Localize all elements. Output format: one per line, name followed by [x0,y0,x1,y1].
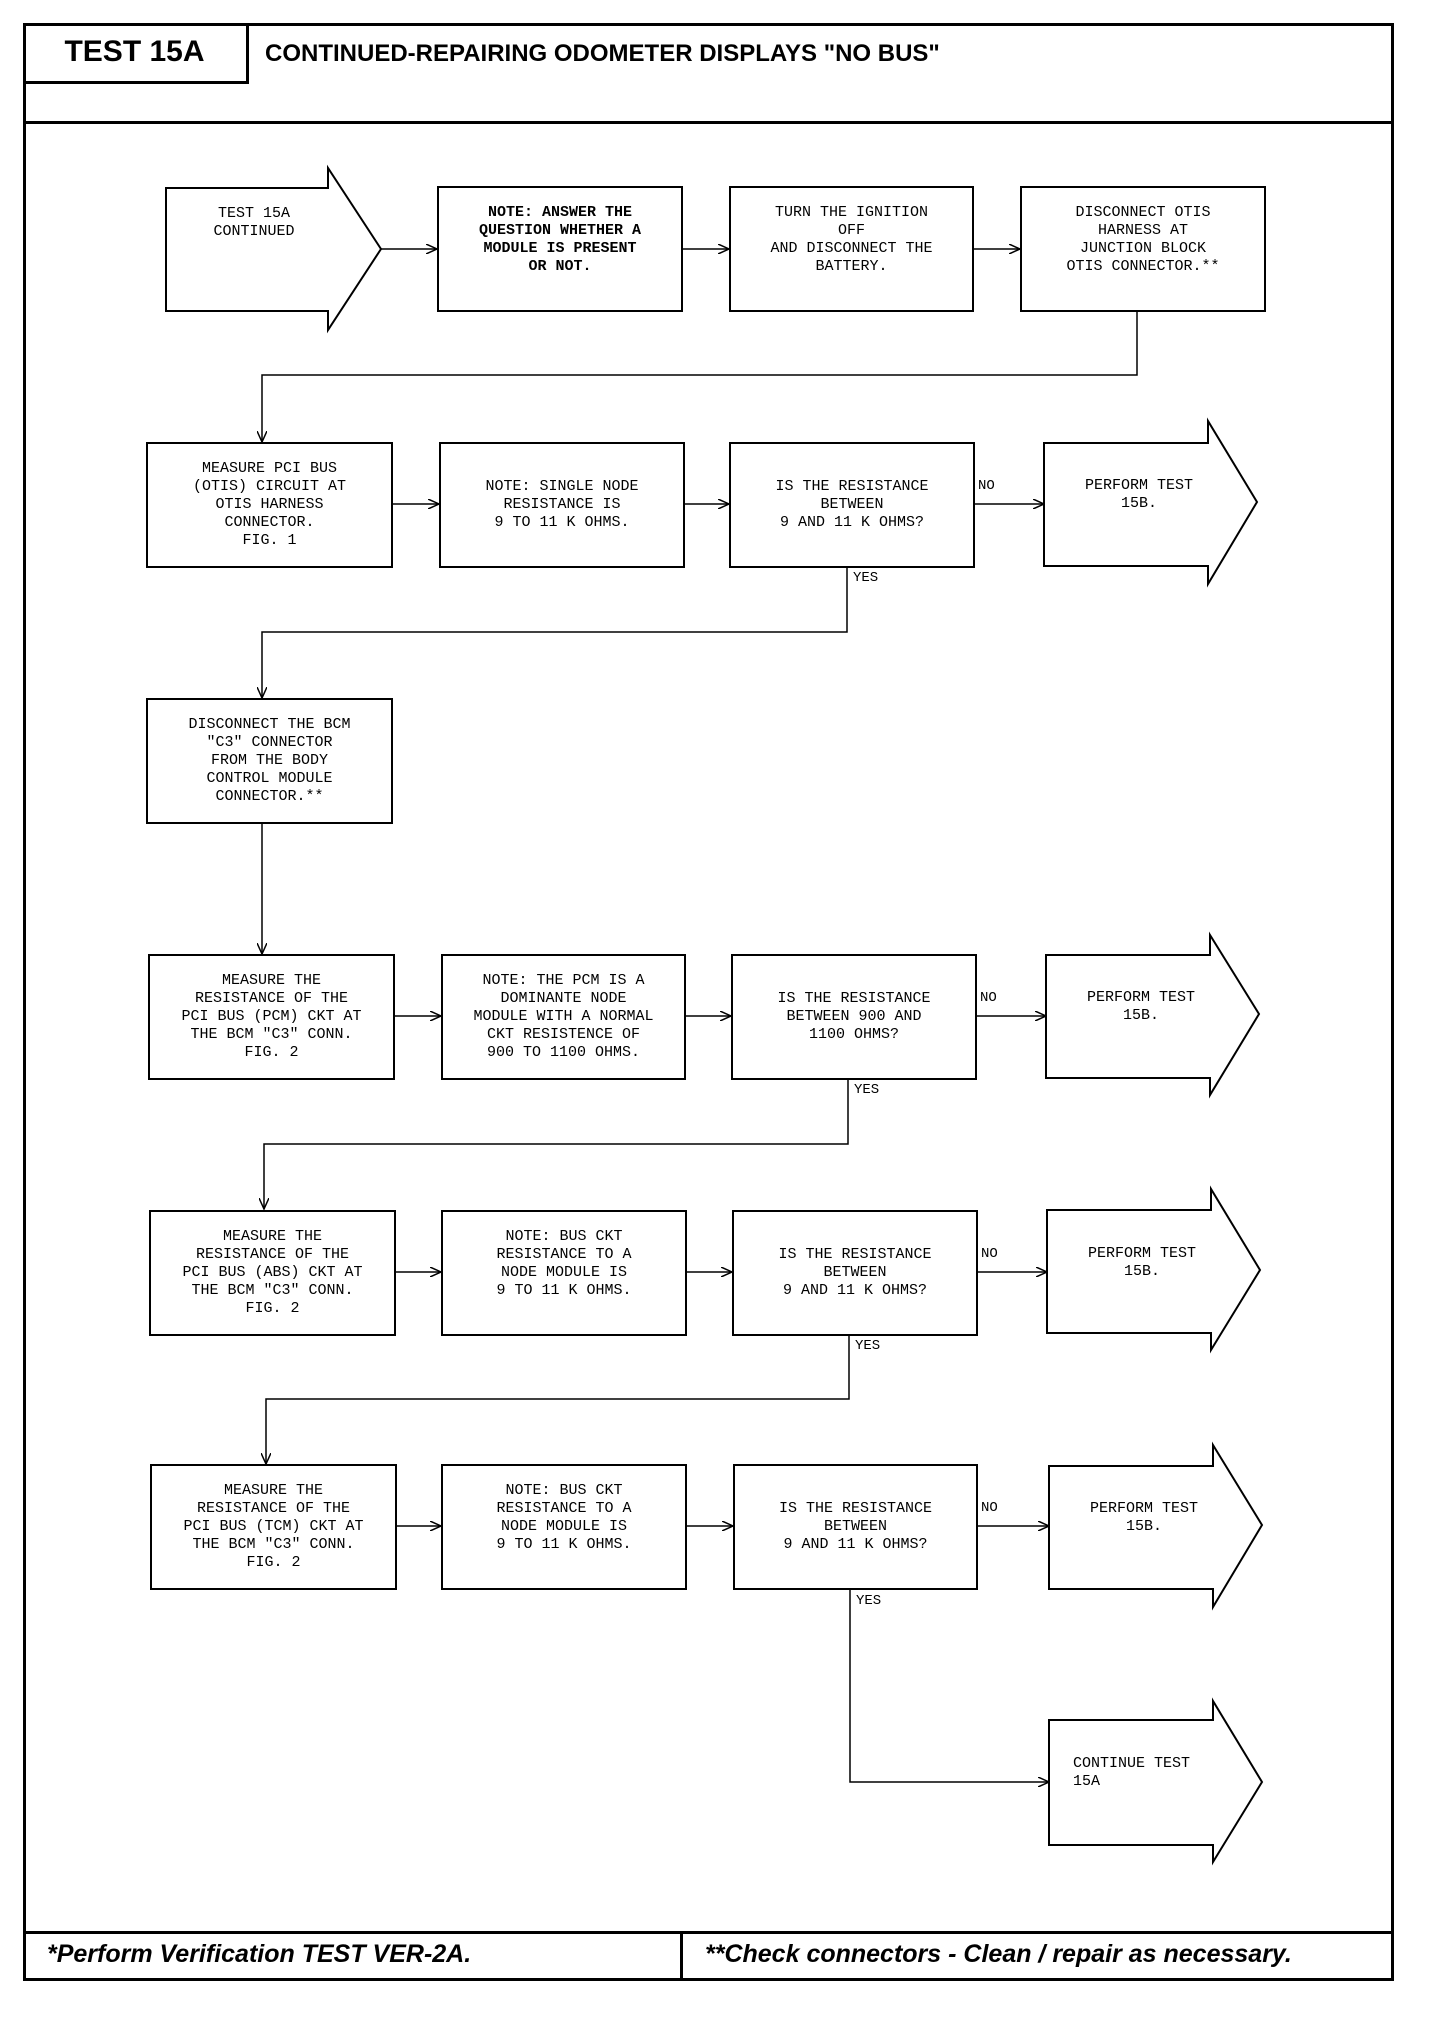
note-tcm-box: NOTE: BUS CKT RESISTANCE TO A NODE MODUL… [441,1464,687,1590]
perform3-arrow-shape [1046,1185,1262,1354]
question-4-box: IS THE RESISTANCE BETWEEN 9 AND 11 K OHM… [733,1464,978,1590]
connector-q4-yes [849,1590,1049,1782]
connector-otis-to-measure [262,312,1138,442]
q1-no-label: NO [978,478,995,494]
test-number-tab: TEST 15A [23,23,249,84]
continue-arrow-shape [1048,1697,1264,1866]
continue-label: CONTINUE TEST 15A [1073,1755,1191,1790]
q3-no-label: NO [981,1246,998,1262]
note-single-node-box: NOTE: SINGLE NODE RESISTANCE IS 9 TO 11 … [439,442,685,568]
note-abs-box: NOTE: BUS CKT RESISTANCE TO A NODE MODUL… [441,1210,687,1336]
q2-yes-label: YES [854,1082,880,1098]
measure-pcm-box: MEASURE THE RESISTANCE OF THE PCI BUS (P… [148,954,395,1080]
q3-yes-label: YES [855,1338,881,1354]
perform3-label: PERFORM TEST 15B. [1087,1245,1197,1280]
perform4-label: PERFORM TEST 15B. [1089,1500,1199,1535]
note-module-box: NOTE: ANSWER THE QUESTION WHETHER A MODU… [437,186,683,312]
perform1-label: PERFORM TEST 15B. [1084,477,1194,512]
perform2-label: PERFORM TEST 15B. [1086,989,1196,1024]
question-3-box: IS THE RESISTANCE BETWEEN 9 AND 11 K OHM… [732,1210,978,1336]
page-frame [23,23,1394,1981]
question-1-box: IS THE RESISTANCE BETWEEN 9 AND 11 K OHM… [729,442,975,568]
measure-abs-box: MEASURE THE RESISTANCE OF THE PCI BUS (A… [149,1210,396,1336]
footer-connector-note: **Check connectors - Clean / repair as n… [705,1940,1292,1968]
connector-q2-yes [264,1079,849,1209]
connector-q1-yes [262,567,848,698]
q1-yes-label: YES [853,570,879,586]
disconnect-bcm-box: DISCONNECT THE BCM "C3" CONNECTOR FROM T… [146,698,393,824]
ignition-off-box: TURN THE IGNITION OFF AND DISCONNECT THE… [729,186,974,312]
question-2-box: IS THE RESISTANCE BETWEEN 900 AND 1100 O… [731,954,977,1080]
connector-q3-yes [266,1335,850,1464]
note-pcm-box: NOTE: THE PCM IS A DOMINANTE NODE MODULE… [441,954,686,1080]
page-title: CONTINUED-REPAIRING ODOMETER DISPLAYS "N… [265,40,940,67]
q2-no-label: NO [980,990,997,1006]
perform4-arrow-shape [1048,1441,1264,1611]
header-bar [23,23,1394,124]
q4-no-label: NO [981,1500,998,1516]
footer-bar [23,1931,1394,1981]
footer-verification-note: *Perform Verification TEST VER-2A. [23,1931,683,1981]
start-label: TEST 15A CONTINUED [213,205,295,240]
start-arrow-shape [165,164,383,334]
disconnect-otis-box: DISCONNECT OTIS HARNESS AT JUNCTION BLOC… [1020,186,1266,312]
perform1-arrow-shape [1043,417,1259,588]
perform2-arrow-shape [1045,931,1261,1099]
q4-yes-label: YES [856,1593,882,1609]
measure-otis-box: MEASURE PCI BUS (OTIS) CIRCUIT AT OTIS H… [146,442,393,568]
measure-tcm-box: MEASURE THE RESISTANCE OF THE PCI BUS (T… [150,1464,397,1590]
